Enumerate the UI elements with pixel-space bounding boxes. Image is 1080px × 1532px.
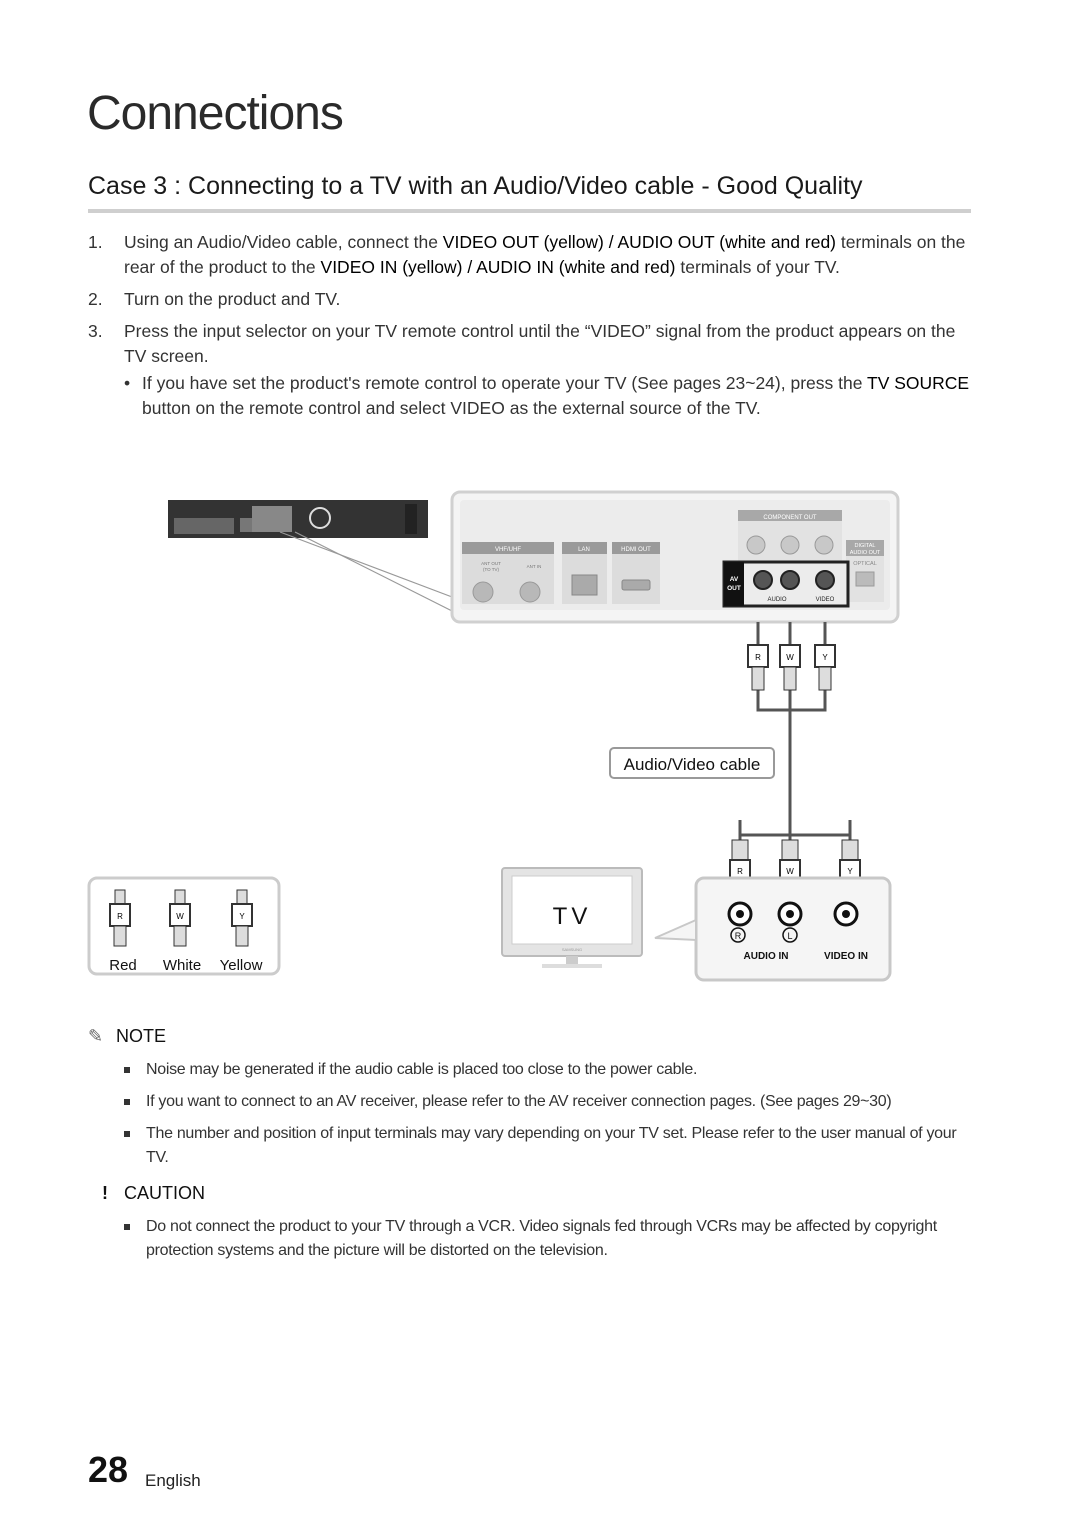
- tv-illustration: TV SAMSUNG: [501, 867, 643, 968]
- instruction-steps: 1. Using an Audio/Video cable, connect t…: [88, 230, 978, 421]
- page-language: English: [145, 1471, 201, 1490]
- step-text: Using an Audio/Video cable, connect the: [124, 232, 443, 252]
- ant-out-label: ANT OUT: [481, 561, 501, 566]
- lower-plugs: R W Y: [729, 820, 861, 881]
- step-text: terminals on the rear of the product to …: [124, 232, 966, 277]
- exclamation-icon: !: [102, 1183, 108, 1203]
- note-text: If you want to connect to an AV receiver…: [146, 1093, 892, 1110]
- case-title: Case 3 : Connecting to a TV with an Audi…: [88, 172, 863, 200]
- note-text: Noise may be generated if the audio cabl…: [146, 1061, 698, 1078]
- step-3: 3. Press the input selector on your TV r…: [88, 319, 978, 369]
- step-2: 2. Turn on the product and TV.: [88, 287, 978, 312]
- legend-y-mark: Y: [239, 912, 245, 921]
- note-header: ✎ NOTE: [88, 1026, 166, 1047]
- lan-label: LAN: [578, 547, 590, 553]
- step-text: Turn on the product and TV.: [124, 289, 341, 309]
- sub-text: button on the remote control and select …: [142, 398, 761, 418]
- hdmi-out-label: HDMI OUT: [621, 547, 651, 553]
- sub-emphasis: TV SOURCE: [867, 373, 970, 393]
- legend-r-mark: R: [117, 912, 123, 921]
- jack-l-label: L: [787, 931, 792, 941]
- pencil-icon: ✎: [88, 1026, 104, 1046]
- ant-in-label: ANT IN: [527, 564, 542, 569]
- step-text: Press the input selector on your TV remo…: [124, 321, 956, 366]
- video-label: VIDEO: [816, 597, 835, 603]
- square-bullet-icon: [124, 1099, 130, 1105]
- sub-text: If you have set the product's remote con…: [142, 373, 867, 393]
- rear-panel-enlarged: VHF/UHF ANT OUT (TO TV) ANT IN LAN HDMI …: [450, 490, 900, 624]
- bullet-dot: •: [124, 373, 131, 393]
- step-emphasis: VIDEO OUT (yellow) / AUDIO OUT (white an…: [442, 232, 836, 252]
- square-bullet-icon: [124, 1131, 130, 1137]
- step-number: 2.: [88, 289, 103, 309]
- audio-label: AUDIO: [767, 597, 786, 603]
- step-number: 1.: [88, 232, 103, 252]
- av-label: AV: [730, 576, 739, 583]
- audio-in-label: AUDIO IN: [744, 951, 789, 962]
- vhf-uhf-label: VHF/UHF: [495, 547, 521, 553]
- note-list: Noise may be generated if the audio cabl…: [122, 1058, 972, 1178]
- square-bullet-icon: [124, 1067, 130, 1073]
- legend-yellow: Yellow: [220, 957, 263, 974]
- plug-color-legend: R W Y Red White Yellow: [87, 876, 281, 976]
- plug-w-label-lower: W: [786, 867, 794, 876]
- cable-label-box: Audio/Video cable: [609, 747, 775, 779]
- caution-title: CAUTION: [124, 1183, 205, 1203]
- tv-jack-panel: R L AUDIO IN VIDEO IN: [654, 876, 892, 982]
- tv-brand: SAMSUNG: [562, 947, 582, 952]
- note-item: The number and position of input termina…: [122, 1122, 972, 1170]
- caution-text: Do not connect the product to your TV th…: [146, 1218, 937, 1259]
- page-number: 28: [88, 1449, 129, 1490]
- section-title: Connections: [87, 87, 344, 140]
- component-out-label: COMPONENT OUT: [763, 515, 817, 521]
- upper-plugs: R W Y: [747, 644, 836, 691]
- legend-w-mark: W: [176, 912, 184, 921]
- square-bullet-icon: [124, 1224, 130, 1230]
- player-rear-thumbnail: [168, 500, 461, 616]
- step-text: terminals of your TV.: [675, 257, 840, 277]
- video-in-label: VIDEO IN: [824, 951, 868, 962]
- jack-r-label: R: [735, 931, 742, 941]
- title-underline: [88, 209, 971, 213]
- step-1: 1. Using an Audio/Video cable, connect t…: [88, 230, 978, 280]
- cable-label: Audio/Video cable: [624, 755, 761, 774]
- note-item: If you want to connect to an AV receiver…: [122, 1090, 972, 1114]
- step-3-sub-bullet: • If you have set the product's remote c…: [88, 371, 978, 421]
- plug-y-label: Y: [822, 653, 828, 662]
- legend-red: Red: [109, 957, 137, 974]
- note-item: Noise may be generated if the audio cabl…: [122, 1058, 972, 1082]
- step-emphasis: VIDEO IN (yellow) / AUDIO IN (white and …: [320, 257, 676, 277]
- note-text: The number and position of input termina…: [146, 1125, 957, 1166]
- plug-w-label: W: [786, 653, 794, 662]
- step-number: 3.: [88, 321, 103, 341]
- optical-label: OPTICAL: [853, 561, 877, 567]
- note-title: NOTE: [116, 1026, 167, 1046]
- connection-diagram: VHF/UHF ANT OUT (TO TV) ANT IN LAN HDMI …: [87, 490, 900, 982]
- plug-y-label-lower: Y: [847, 867, 853, 876]
- caution-list: Do not connect the product to your TV th…: [122, 1215, 972, 1271]
- ant-out-sub-label: (TO TV): [483, 567, 500, 572]
- caution-header: ! CAUTION: [88, 1183, 205, 1204]
- tv-label: TV: [553, 903, 592, 930]
- legend-white: White: [163, 957, 201, 974]
- out-label: OUT: [727, 585, 741, 592]
- plug-r-label: R: [755, 653, 761, 662]
- digital-label: DIGITAL: [855, 543, 876, 549]
- audio-out-label: AUDIO OUT: [850, 550, 881, 556]
- caution-item: Do not connect the product to your TV th…: [122, 1215, 972, 1263]
- plug-r-label-lower: R: [737, 867, 743, 876]
